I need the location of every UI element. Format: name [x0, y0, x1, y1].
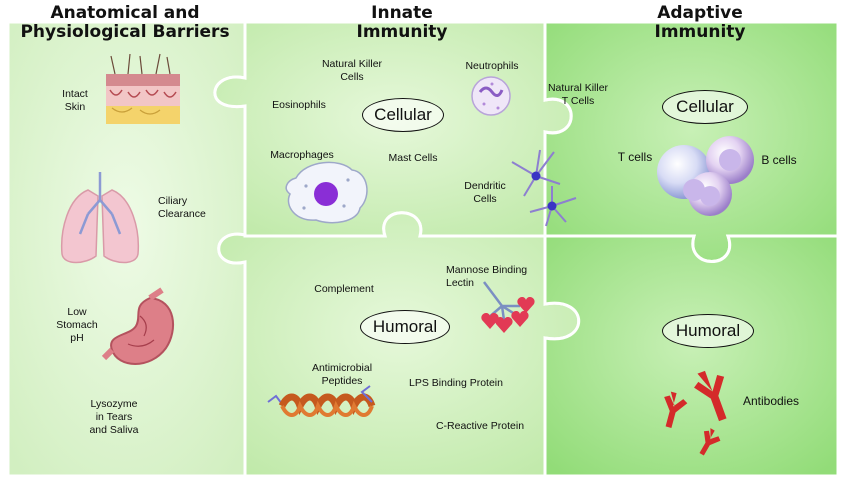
label-nk-cells: Natural Killer Cells	[312, 58, 392, 84]
adaptive-header: Adaptive Immunity	[640, 4, 760, 42]
innate-header-line2: Immunity	[356, 22, 448, 42]
label-lysozyme: Lysozyme in Tears and Saliva	[74, 398, 154, 437]
mbl-illustration	[481, 281, 535, 333]
label-mbl-line1: Mannose Binding	[446, 264, 528, 276]
label-dendritic-cells: Dendritic Cells	[460, 180, 510, 206]
skin-illustration	[106, 53, 180, 124]
lungs-illustration	[60, 172, 140, 264]
label-mbl-line2: Lectin	[446, 277, 475, 289]
barriers-header: Anatomical and Physiological Barriers	[10, 4, 240, 42]
macrophage-illustration	[285, 161, 368, 224]
label-intact-skin: Intact Skin	[50, 88, 100, 114]
label-stomach-line2: Stomach	[56, 319, 98, 331]
label-nkt-cells: Natural Killer T Cells	[540, 82, 616, 108]
label-stomach-line1: Low	[67, 306, 87, 318]
label-b-cells: B cells	[761, 153, 797, 167]
adaptive-cellular-piece	[543, 20, 840, 263]
peptide-illustration	[267, 385, 376, 417]
label-lysozyme-line3: and Saliva	[89, 424, 139, 436]
label-intact-skin-line2: Skin	[64, 101, 86, 113]
label-mbl: Mannose Binding Lectin	[446, 264, 538, 290]
innate-cellular-oval: Cellular	[362, 98, 444, 132]
adaptive-cellular-oval: Cellular	[662, 90, 748, 124]
adaptive-humoral-piece	[543, 234, 840, 478]
label-antimicrobial-line1: Antimicrobial	[311, 362, 373, 374]
barriers-header-line1: Anatomical and	[50, 3, 200, 23]
label-low-stomach-ph: Low Stomach pH	[50, 306, 104, 345]
label-ciliary-line2: Clearance	[158, 208, 206, 220]
label-lysozyme-line2: in Tears	[95, 411, 133, 423]
adaptive-header-line2: Immunity	[654, 22, 746, 42]
neutrophil-illustration	[471, 76, 511, 116]
label-stomach-line3: pH	[70, 332, 84, 344]
label-antimicrobial-line2: Peptides	[321, 375, 363, 387]
label-c-reactive-protein: C-Reactive Protein	[435, 420, 525, 432]
label-nkt-line2: T Cells	[561, 95, 595, 107]
stomach-illustration	[101, 287, 174, 365]
innate-humoral-oval: Humoral	[360, 310, 450, 344]
innate-header: Innate Immunity	[342, 4, 462, 42]
antibodies-illustration	[664, 370, 727, 456]
label-nkt-line1: Natural Killer	[547, 82, 609, 94]
label-macrophages: Macrophages	[270, 149, 334, 161]
dendritic-cells-illustration	[511, 149, 577, 227]
label-eosinophils: Eosinophils	[272, 99, 326, 111]
label-ciliary-line1: Ciliary	[158, 195, 188, 207]
innate-humoral-piece	[217, 211, 581, 478]
adaptive-header-line1: Adaptive	[657, 3, 743, 23]
label-lps-binding-protein: LPS Binding Protein	[409, 377, 503, 389]
label-antimicrobial-peptides: Antimicrobial Peptides	[300, 362, 384, 388]
label-t-cells: T cells	[617, 150, 653, 164]
label-ciliary-clearance: Ciliary Clearance	[158, 195, 228, 221]
label-lysozyme-line1: Lysozyme	[90, 398, 138, 410]
barriers-header-line2: Physiological Barriers	[20, 22, 230, 42]
label-nk-cells-line1: Natural Killer	[321, 58, 383, 70]
label-intact-skin-line1: Intact	[62, 88, 88, 100]
label-mast-cells: Mast Cells	[388, 152, 438, 164]
label-dendritic-line1: Dendritic	[464, 180, 506, 192]
label-neutrophils: Neutrophils	[465, 60, 519, 72]
label-nk-cells-line2: Cells	[340, 71, 364, 83]
label-complement: Complement	[314, 283, 374, 295]
innate-header-line1: Innate	[371, 3, 433, 23]
label-antibodies: Antibodies	[742, 394, 800, 408]
label-dendritic-line2: Cells	[473, 193, 497, 205]
lymphocytes-illustration	[657, 136, 754, 216]
adaptive-humoral-oval: Humoral	[662, 314, 754, 348]
